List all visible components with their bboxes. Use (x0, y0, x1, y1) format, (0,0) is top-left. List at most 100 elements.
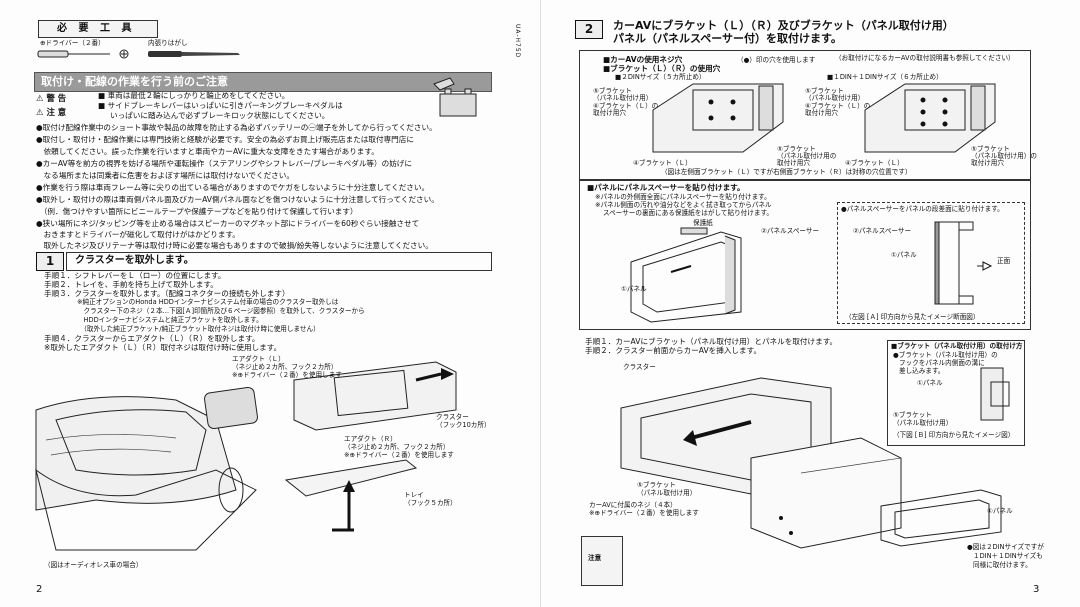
tools-title-box: 必 要 工 具 (38, 20, 158, 38)
inset-box (837, 202, 1025, 324)
page-right: 2 カーAVにブラケット（Ｌ）（Ｒ）及びブラケット（パネル取付け用） パネル（パ… (540, 0, 1080, 607)
cluster-label-r: クラスター (623, 363, 656, 371)
caution-item: ●取付し・取付け・配線作業には専門技術と経験が必要です。安全の為必ずお買上げ販売… (36, 135, 414, 144)
screw-note-1: カーAVに付属のネジ（４本） (589, 501, 677, 509)
airduct-l-note: （ネジ止め２カ所、フック２カ所） (232, 363, 338, 371)
page-number-right: 3 (1033, 584, 1040, 595)
dashboard-illustration (35, 361, 457, 551)
bracket-panel-hole-2c: 取付け用穴 (971, 159, 1004, 167)
inset-note: （左図 [Ａ] 印方向から見たイメージ断面図） (845, 313, 980, 321)
final-note-3: 同様に取付けます。 (973, 561, 1032, 569)
caution-item: なる場所または同乗者に危害をおよぼす場所には取付けないでください。 (36, 171, 294, 180)
warning-line-1: ■ 車両は最低２輪にしっかりと輪止めをしてください。 (98, 91, 290, 100)
bracket-panel-hole-2: ⑤ブラケット (971, 145, 1010, 153)
bracket-panel-sub-2: （パネル取付け用） (805, 94, 865, 102)
fig-note-a: （図は左側面ブラケット（Ｌ）ですが右側面ブラケット（Ｒ）は対称の穴位置です） (661, 168, 912, 176)
caution-label-text: 注 意 (46, 107, 67, 117)
warning-text-1: 車両は最低２輪にしっかりと輪止めをしてください。 (107, 91, 290, 100)
warning-label: ⚠ 警 告 (36, 93, 67, 103)
caution-item: ●取付け配線作業中のショート事故や製品の故障を防止する為必ずバッテリーの㊀端子を… (36, 123, 437, 132)
step1-title-box: クラスターを取外します。 (66, 252, 492, 271)
tray-label: トレイ (404, 491, 424, 499)
inset-spacer: ②パネルスペーサー (853, 227, 912, 235)
step1-line: 手順１．シフトレバーをＬ（ロー）の位置にします。 (44, 271, 226, 280)
panel-label-b: ①パネル (987, 507, 1013, 515)
caution-item: 依頼してください。誤った作業を行いますと車両やカーAVに重大な支障をきたす場合が… (36, 147, 379, 156)
step1-line: HDDインターナビシステムと純正ブラケットを取外します。 (44, 316, 263, 324)
mount-bracket-sub: （パネル取付け用） (893, 419, 953, 427)
figure-note: （図はオーディオレス車の場合） (44, 561, 143, 569)
bracket-l-label-2: ④ブラケット（Ｌ） (845, 159, 904, 167)
mount-note: （下図 [Ｂ] 印方向から見たイメージ図） (893, 431, 1015, 439)
final-note-1: ●図は２DINサイズですが (967, 543, 1044, 551)
warning-line-2: ■ サイドブレーキレバーはいっぱいに引きパーキングブレーキペダルは (98, 101, 343, 110)
caution-item: ●狭い場所にネジ/タッピング等を止める場合はスピーカーのマグネット部にドライバー… (36, 219, 420, 228)
warning-label-text: 警 告 (46, 93, 67, 103)
warn-image: 注意 (581, 536, 623, 586)
airduct-r-label: エアダクト（Ｒ） (344, 435, 397, 443)
model-code: UA-H75D (514, 24, 521, 59)
install-illustration (620, 377, 902, 549)
size-2din: ■２DINサイズ（５カ所止め） (615, 73, 706, 81)
brackets-title: ■ブラケット（Ｌ）（Ｒ）の使用穴 (603, 64, 721, 73)
warning-line-3: いっぱいに踏み込んで必ずブレーキロック状態にしてください。 (110, 111, 330, 120)
step2-number: 2 (575, 20, 603, 39)
panel-frame-illustration (880, 489, 1002, 547)
bracket-panel-sub: （パネル取付け用） (593, 94, 653, 102)
bracket-panel-label: ⑤ブラケット (593, 87, 632, 95)
front-label: 正面 (997, 257, 1011, 265)
step1-number: 1 (36, 252, 64, 271)
screws-title: ■カーAVの使用ネジ穴 (603, 55, 683, 64)
caution-item: ●カーAV等を前方の視界を妨げる場所や運転操作（ステアリングやシフトレバー/ブレ… (36, 159, 412, 168)
bracket-l-hole-1b: 取付け用穴 (593, 109, 626, 117)
caution-item: ●取外し・取付けの際は車両側パネル面及びカーAV側パネル面などを傷つけないように… (36, 195, 439, 204)
caution-header: 取付け・配線の作業を行う前のご注意 (34, 72, 492, 92)
cluster-label: クラスター (436, 413, 469, 421)
bracket-panel-r-sub: （パネル取付け用） (637, 489, 697, 497)
step1-line: （取外した純正ブラケット/純正ブラケット取付ネジは取付け時に使用しません） (44, 325, 320, 333)
panel-label-a: ①パネル (621, 285, 647, 293)
mount-line-1: ●ブラケット（パネル取付け用）の (893, 351, 998, 359)
bracket-panel-r: ⑤ブラケット (637, 481, 676, 489)
airduct-l-label: エアダクト（Ｌ） (232, 355, 285, 363)
bracket-panel-hole-1: ⑤ブラケット (777, 145, 816, 153)
mount-illustration (980, 367, 1010, 421)
caution-item: ●作業を行う際は車両フレーム等に尖りの出ている場合がありますのでケガをしないよう… (36, 183, 430, 192)
spacer-section (579, 180, 1031, 330)
final-note-2: １DIN＋１DINサイズも (973, 552, 1043, 560)
bracket-panel-hole-1b: （パネル取付け用の (777, 152, 837, 160)
step2-title-line2: パネル（パネルスペーサー付）を取付けます。 (613, 32, 842, 45)
step1-line: クラスター下のネジ（２本…下図[Ａ]印箇所及び６ページ図参照）を取外して、クラス… (44, 307, 365, 315)
mount-line-3: 差し込みます。 (899, 367, 945, 375)
panel-spacer-illustration (630, 227, 742, 323)
procedure-1: 手順１．カーAVにブラケット（パネル取付け用）とパネルを取付けます。 (585, 337, 838, 346)
tool-driver-label: ⊕ドライバー（２番） (40, 39, 105, 47)
tray-note: （フック５カ所） (404, 499, 457, 507)
tape-label: 保護紙 (693, 219, 713, 227)
spacer-label: ②パネルスペーサー (761, 227, 820, 235)
mount-box (887, 340, 1025, 446)
step1-line: 手順４．クラスターからエアダクト（Ｌ）（Ｒ）を取外します。 (44, 334, 260, 343)
mount-line-2: フックをパネル内側面の溝に (899, 359, 985, 367)
bracket-l-hole-1: ⑥ブラケット（Ｌ）の (593, 102, 659, 110)
screw-note-2: ※⊕ドライバー（２番）を使用します (589, 509, 699, 517)
inset-panel: ①パネル (891, 251, 917, 259)
spacer-title: ■パネルにパネルスペーサーを貼り付けます。 (587, 183, 745, 192)
warning-text-2: サイドブレーキレバーはいっぱいに引きパーキングブレーキペダルは (107, 101, 343, 110)
battery-icon (433, 77, 477, 117)
procedure-2: 手順２．クラスター前面からカーAVを挿入します。 (585, 346, 762, 355)
step2-title-line1: カーAVにブラケット（Ｌ）（Ｒ）及びブラケット（パネル取付け用） (613, 19, 954, 32)
spacer-section-illustration (934, 221, 993, 305)
step1-line: ※取外したエアダクト（Ｌ）（Ｒ）取付ネジは取付け時に使用します。 (44, 343, 282, 352)
step1-line: ※純正オプションのHonda HDDインターナビシステム付車の場合のクラスター取… (44, 298, 339, 306)
size-1din: ■１DIN＋１DINサイズ（６カ所止め） (827, 73, 943, 81)
airduct-l-tool: ※⊕ドライバー（２番）を使用します (232, 371, 342, 379)
airduct-r-note: （ネジ止め２カ所、フック２カ所） (344, 443, 450, 451)
page-left: 必 要 工 具 ⊕ドライバー（２番） 内張りはがし 取付け・配線の作業を行う前の… (0, 0, 536, 607)
tools-title: 必 要 工 具 (57, 23, 136, 34)
caution-title: 取付け・配線の作業を行う前のご注意 (41, 75, 228, 88)
tools-illustration (37, 49, 240, 59)
airduct-r-tool: ※⊕ドライバー（２番）を使用します (344, 451, 454, 459)
bracket-panel-hole-2b: （パネル取付け用）の (971, 152, 1037, 160)
tool-remover-label: 内張りはがし (148, 39, 188, 47)
